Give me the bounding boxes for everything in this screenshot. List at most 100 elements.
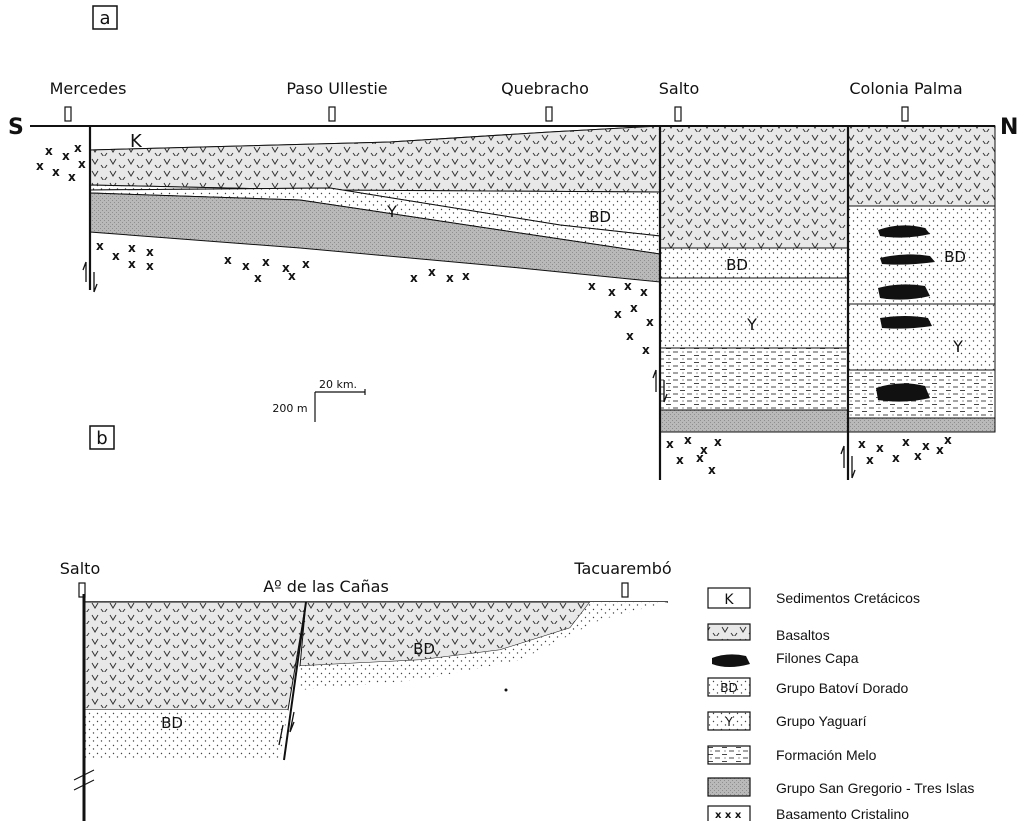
locality-quebracho: Quebracho <box>501 79 589 98</box>
label-k: K <box>130 131 143 152</box>
legend-label-san-gregorio: Grupo San Gregorio - Tres Islas <box>776 780 974 796</box>
svg-text:x: x <box>428 265 436 279</box>
well-marker-paso-ullestie <box>329 107 335 121</box>
panel-a: a S N Mercedes Paso Ullestie Quebracho S… <box>8 6 1018 480</box>
svg-text:x: x <box>684 433 692 447</box>
legend-label-basalt: Basaltos <box>776 627 830 643</box>
locality-mercedes: Mercedes <box>50 79 127 98</box>
svg-text:x: x <box>626 329 634 343</box>
svg-text:x: x <box>676 453 684 467</box>
panel-a-label: a <box>99 8 110 29</box>
label-bd-palma: BD <box>944 248 966 266</box>
legend-label-sill: Filones Capa <box>776 650 859 666</box>
speck <box>505 689 508 692</box>
well-marker-colonia-palma <box>902 107 908 121</box>
svg-text:x: x <box>68 170 76 184</box>
svg-text:x: x <box>902 435 910 449</box>
locality-colonia-palma: Colonia Palma <box>849 79 962 98</box>
locality-salto: Salto <box>659 79 699 98</box>
legend-label-batovi: Grupo Batoví Dorado <box>776 680 909 696</box>
svg-text:x: x <box>876 441 884 455</box>
basalt-layer-colonia-palma <box>848 126 995 206</box>
scale-horizontal-label: 20 km. <box>319 378 357 391</box>
batovi-dorado-layer-salto <box>660 248 848 278</box>
legend-label-melo: Formación Melo <box>776 747 877 763</box>
svg-text:x: x <box>892 451 900 465</box>
svg-text:x: x <box>936 443 944 457</box>
direction-south: S <box>8 115 24 140</box>
svg-text:x: x <box>446 271 454 285</box>
melo-layer-salto <box>660 348 848 410</box>
svg-text:x: x <box>608 285 616 299</box>
svg-text:x: x <box>922 439 930 453</box>
svg-text:x: x <box>858 437 866 451</box>
label-bd-b-right: BD <box>413 640 435 658</box>
label-bd-b-left: BD <box>161 714 183 732</box>
svg-text:x: x <box>642 343 650 357</box>
svg-text:x: x <box>224 253 232 267</box>
basalt-layer-b-left <box>84 602 306 710</box>
label-bd-main: BD <box>589 208 611 226</box>
svg-text:x: x <box>78 157 86 171</box>
sill-4 <box>880 316 932 329</box>
svg-text:x: x <box>410 271 418 285</box>
svg-text:x: x <box>944 433 952 447</box>
label-y-palma: Y <box>952 337 963 356</box>
svg-text:x: x <box>45 144 53 158</box>
scale-vertical-label: 200 m <box>272 402 307 415</box>
well-marker-mercedes <box>65 107 71 121</box>
legend: K Sedimentos Cretácicos Basaltos Filones… <box>708 588 974 821</box>
svg-text:x: x <box>96 239 104 253</box>
svg-text:x: x <box>666 437 674 451</box>
svg-text:x: x <box>146 259 154 273</box>
svg-text:x: x <box>708 463 716 477</box>
svg-text:x: x <box>866 453 874 467</box>
panel-b-label: b <box>96 428 107 449</box>
san-gregorio-layer-salto <box>660 410 848 432</box>
scale-bar: 20 km. 200 m <box>272 378 365 422</box>
legend-swatch-basalt <box>708 624 750 640</box>
legend-swatch-y-text: Y <box>724 715 733 729</box>
svg-text:x: x <box>624 279 632 293</box>
svg-text:x: x <box>640 285 648 299</box>
locality-tacuarembo: Tacuarembó <box>573 559 671 578</box>
batovi-dorado-layer-b-left <box>84 710 288 760</box>
svg-text:x: x <box>62 149 70 163</box>
svg-text:x: x <box>302 257 310 271</box>
label-y-salto: Y <box>746 315 757 334</box>
svg-text:x: x <box>646 315 654 329</box>
well-marker-tacuarembo <box>622 583 628 597</box>
svg-text:x: x <box>614 307 622 321</box>
san-gregorio-layer-colonia-palma <box>848 418 995 432</box>
svg-text:x: x <box>914 449 922 463</box>
svg-text:x: x <box>36 159 44 173</box>
direction-north: N <box>1000 115 1018 140</box>
legend-swatch-sill <box>712 654 750 667</box>
legend-label-yaguari: Grupo Yaguarí <box>776 713 867 729</box>
svg-text:x: x <box>112 249 120 263</box>
well-marker-quebracho <box>546 107 552 121</box>
legend-label-cretaceous: Sedimentos Cretácicos <box>776 590 920 606</box>
svg-text:x: x <box>74 141 82 155</box>
label-y-main: Y <box>386 202 397 221</box>
panel-b: b Salto Aº de las Cañas Tacuarembó BD BD <box>60 426 672 821</box>
svg-text:x: x <box>714 435 722 449</box>
yaguari-layer-colonia-palma <box>848 304 995 370</box>
svg-text:x: x <box>630 301 638 315</box>
legend-swatch-basement-crosses: x x x <box>715 810 742 821</box>
svg-text:x: x <box>52 165 60 179</box>
legend-swatch-melo <box>708 746 750 764</box>
svg-text:x: x <box>588 279 596 293</box>
sill-5 <box>876 383 930 401</box>
basalt-layer-salto <box>660 126 848 248</box>
locality-ao-de-las-canas: Aº de las Cañas <box>263 577 389 596</box>
svg-text:x: x <box>146 245 154 259</box>
basalt-layer-b-right <box>300 602 590 666</box>
svg-text:x: x <box>128 241 136 255</box>
locality-salto-b: Salto <box>60 559 100 578</box>
legend-label-basement: Basamento Cristalino <box>776 806 909 821</box>
sill-3 <box>878 284 930 299</box>
legend-swatch-san-gregorio <box>708 778 750 796</box>
well-marker-salto <box>675 107 681 121</box>
svg-text:x: x <box>696 451 704 465</box>
